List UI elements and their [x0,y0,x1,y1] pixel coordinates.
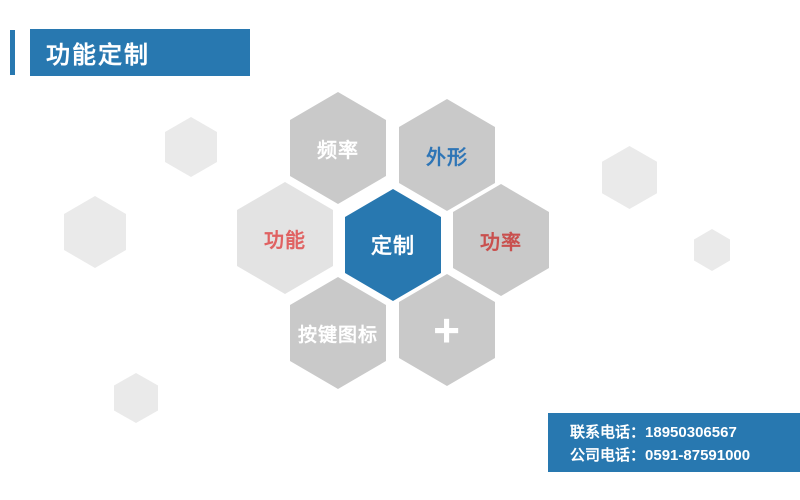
header-accent-bar [10,30,15,75]
contact-phone-1: 18950306567 [645,424,737,441]
header-banner: 功能定制 [30,29,250,76]
decorative-hexagon [694,229,730,271]
decorative-hexagon [165,117,217,177]
contact-line-1: 联系电话：18950306567 [570,421,800,444]
contact-label-2: 公司电话： [570,447,646,464]
hex-cell-function: 功能 [237,182,333,294]
contact-box: 联系电话：18950306567 公司电话：0591-87591000 [548,413,800,472]
decorative-hexagon [64,196,126,268]
contact-line-2: 公司电话：0591-87591000 [570,444,800,467]
hex-cell-frequency: 频率 [290,92,386,204]
page-title: 功能定制 [46,42,150,69]
decorative-hexagon [114,373,158,423]
hex-cell-customize: 定制 [345,189,441,301]
hex-cell-power: 功率 [453,184,549,296]
hex-cell-plus: + [399,274,495,386]
hex-cell-shape: 外形 [399,99,495,211]
contact-phone-2: 0591-87591000 [645,447,751,464]
contact-label-1: 联系电话： [570,424,646,441]
hex-cell-button-icon: 按键图标 [290,277,386,389]
decorative-hexagon [602,146,657,209]
